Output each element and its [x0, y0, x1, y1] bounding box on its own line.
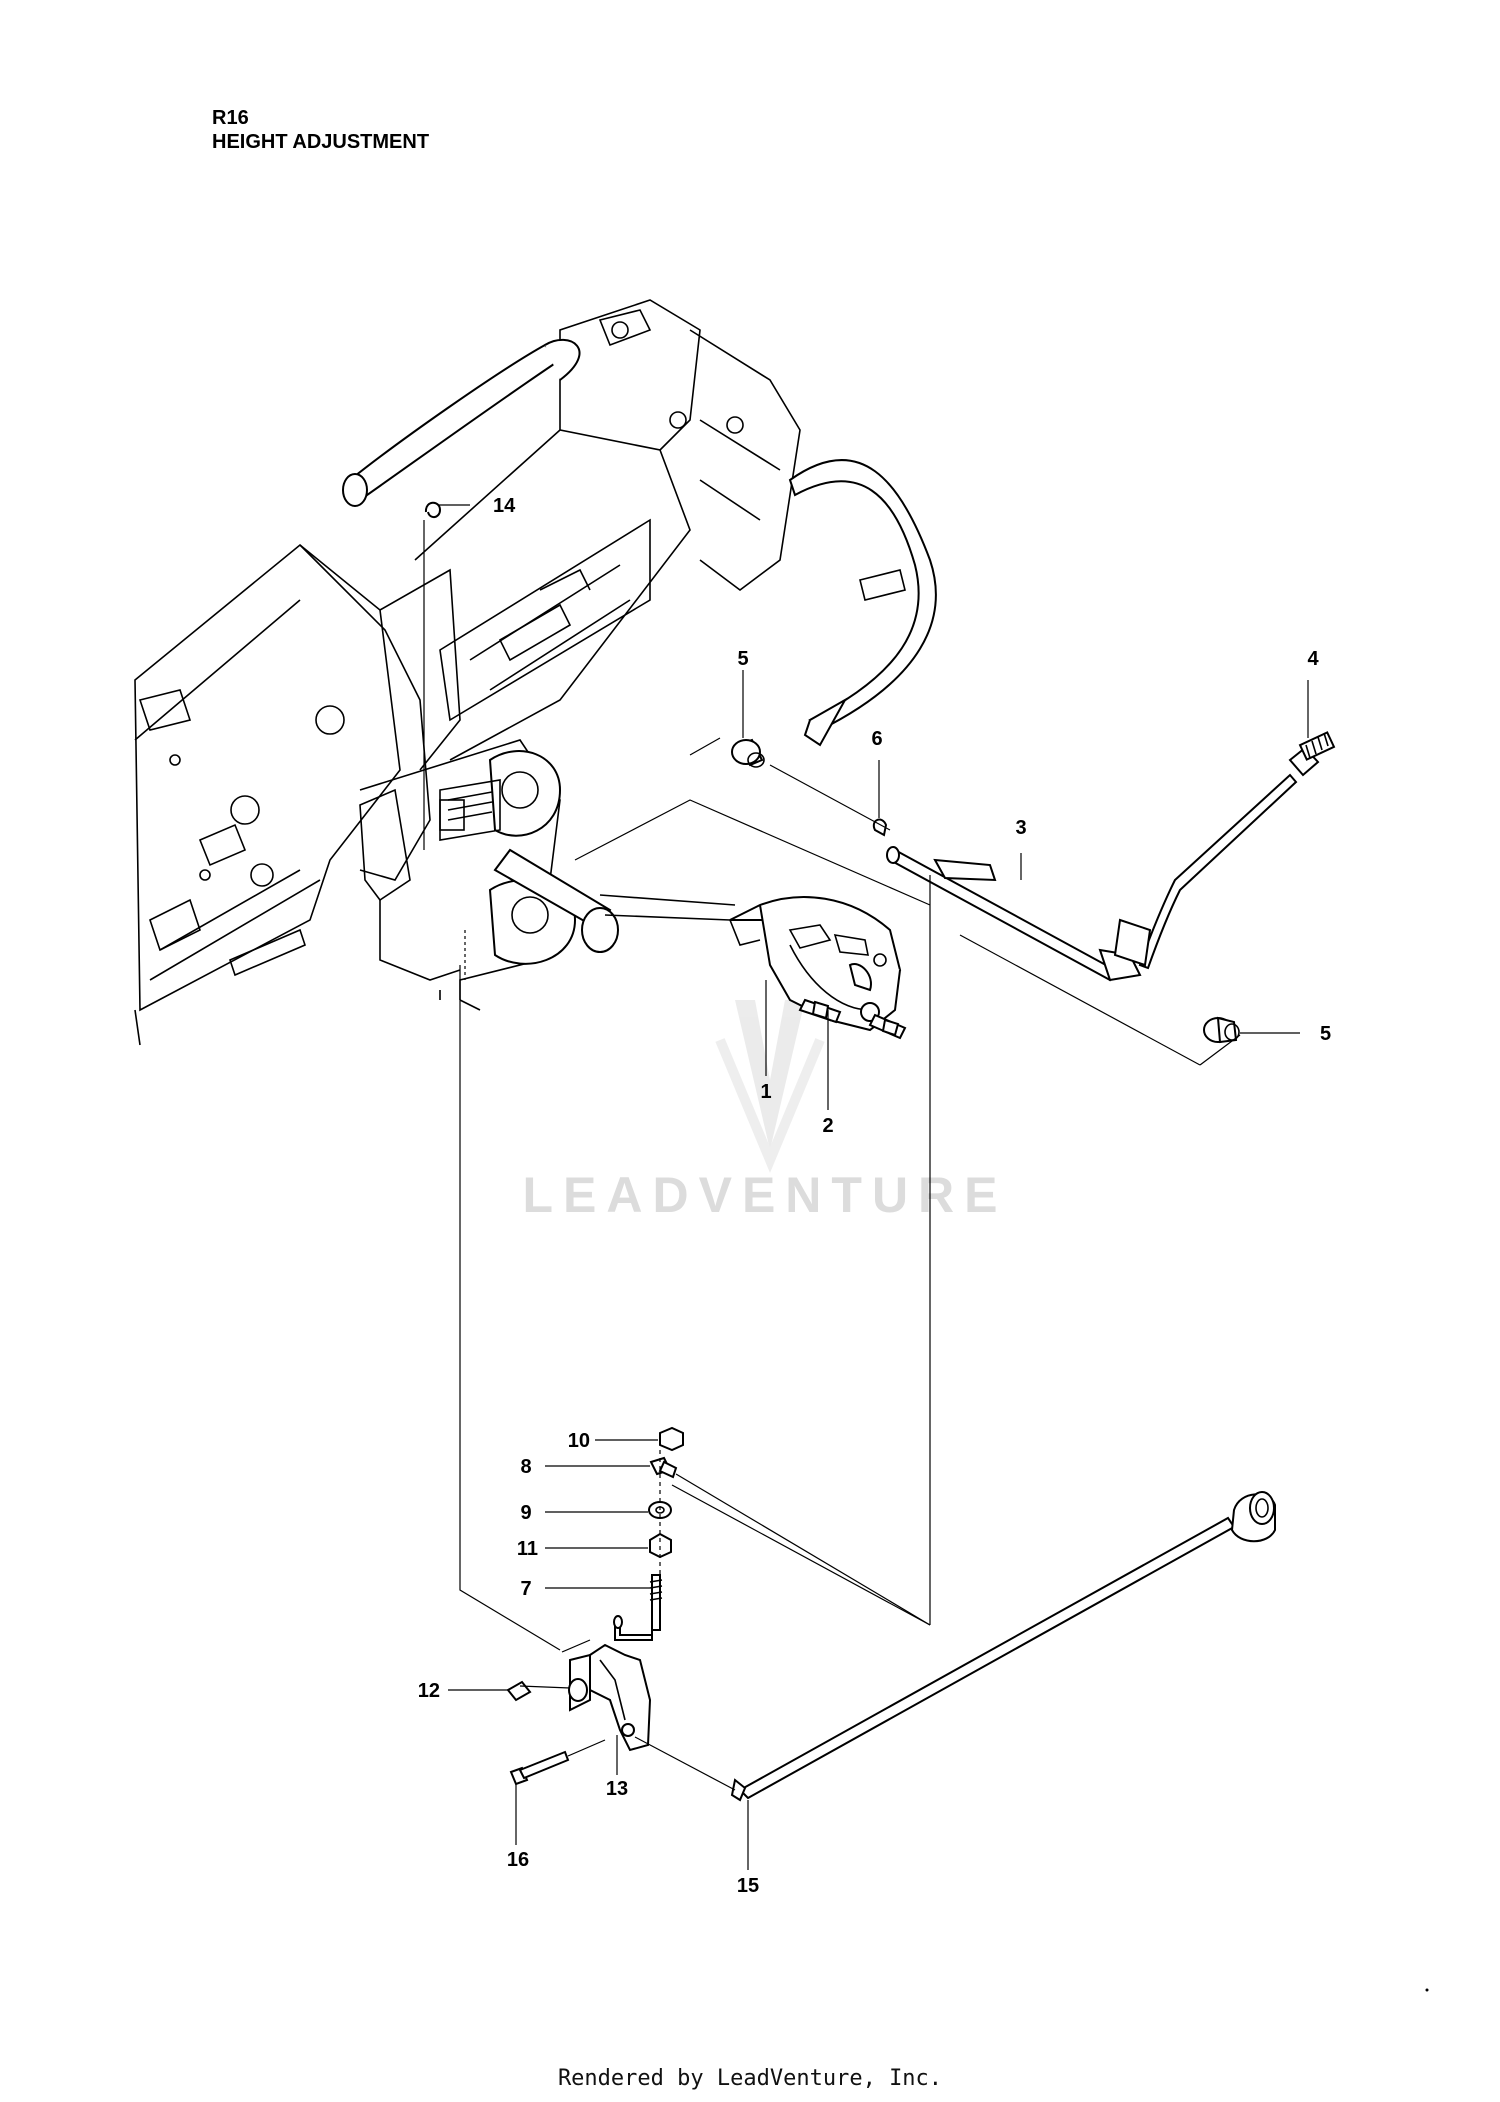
callout-1: 1: [760, 1081, 771, 1103]
diagram-code: R16: [212, 107, 249, 129]
diagram-title: HEIGHT ADJUSTMENT: [212, 131, 430, 153]
bolt-part-2: [798, 998, 907, 1040]
nut-part-10: [659, 1426, 684, 1452]
clip-part-14: [425, 501, 442, 518]
bolt-part-16: [509, 1739, 606, 1786]
callout-14: 14: [493, 495, 516, 517]
lower-linkage: [506, 1426, 1276, 1802]
lever-part-4: [1113, 731, 1336, 970]
watermark-logo-icon: [715, 1000, 825, 1173]
bracket-part-13: [568, 1643, 652, 1752]
callout-5a: 5: [737, 648, 748, 670]
callout-6: 6: [871, 728, 882, 750]
callout-2: 2: [822, 1115, 833, 1137]
callout-4: 4: [1307, 648, 1319, 670]
segment-plate-part-1: [729, 896, 902, 1032]
bushing-part-5b: [1203, 1016, 1240, 1044]
bolt-part-8: [649, 1456, 678, 1479]
callout-9: 9: [520, 1502, 531, 1524]
corner-dot: [1425, 1988, 1429, 1992]
assembly-lines: [423, 520, 931, 1653]
callout-7: 7: [520, 1578, 531, 1600]
callout-5b: 5: [1320, 1023, 1331, 1045]
pin-part-12: [506, 1680, 571, 1702]
footer-credit: Rendered by LeadVenture, Inc.: [557, 2066, 943, 2091]
link-rod-part-15: [634, 1491, 1276, 1802]
callout-10: 10: [568, 1430, 590, 1452]
chassis-frame: [134, 299, 937, 1046]
watermark-text: LEADVENTURE: [522, 1167, 1007, 1223]
height-adjust-shaft-assembly: [574, 731, 1336, 1066]
watermark: LEADVENTURE: [522, 1000, 1007, 1223]
nut-part-11: [649, 1532, 672, 1559]
callout-11: 11: [517, 1538, 538, 1560]
callout-15: 15: [737, 1875, 759, 1897]
callout-13: 13: [606, 1778, 628, 1800]
callout-12: 12: [418, 1680, 440, 1702]
callout-3: 3: [1015, 817, 1026, 839]
callout-16: 16: [507, 1849, 529, 1871]
threaded-rod-part-7: [613, 1574, 663, 1641]
diagram-header: R16 HEIGHT ADJUSTMENT: [212, 106, 429, 154]
callouts: 14 5 4 6 3 5 1 2 10 8 9 11 7 12 13 16 15: [418, 495, 1331, 1897]
callout-leaders: [438, 504, 1309, 1870]
callout-8: 8: [520, 1456, 531, 1478]
shaft-part-3: [886, 846, 1142, 982]
bushing-part-5a: [731, 738, 765, 768]
